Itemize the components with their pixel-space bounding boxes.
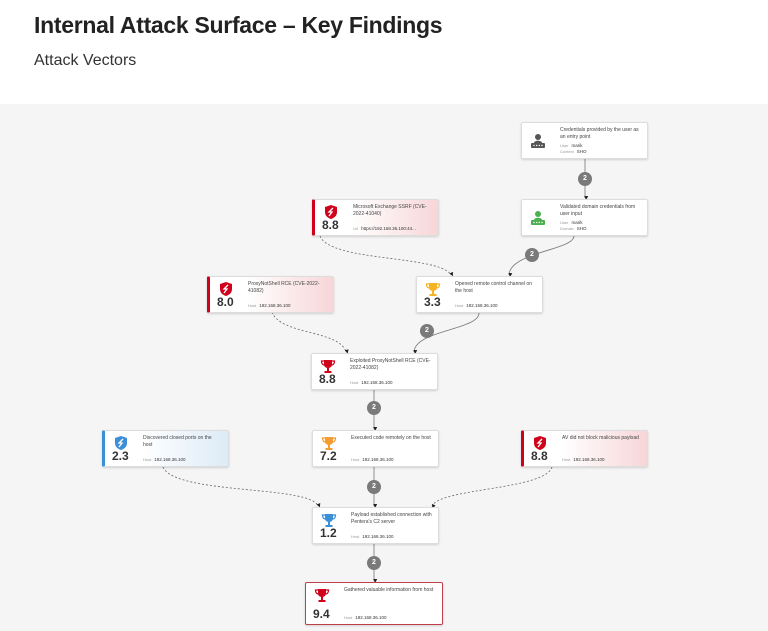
edge-count-badge[interactable]: 2 bbox=[525, 248, 539, 262]
score: 8.8 bbox=[319, 372, 336, 386]
field-key: Host bbox=[455, 303, 464, 308]
edge bbox=[319, 235, 454, 277]
field-key: Host bbox=[351, 534, 360, 539]
node-title: Validated domain credentials from user i… bbox=[560, 204, 636, 217]
field-value: 192.168.36.100 bbox=[362, 534, 394, 539]
trophy-icon bbox=[314, 587, 330, 603]
field-value: marik bbox=[571, 143, 583, 148]
score: 8.8 bbox=[322, 218, 339, 232]
score: 1.2 bbox=[320, 526, 337, 540]
page-title: Internal Attack Surface – Key Findings bbox=[34, 12, 443, 38]
finding-node-remote-channel[interactable]: 3.3 Opened remote control channel on the … bbox=[416, 276, 543, 313]
score: 8.8 bbox=[531, 449, 548, 463]
field-value: 192.168.36.100 bbox=[355, 615, 387, 620]
edge bbox=[162, 466, 321, 508]
node-title: Gathered valuable information from host bbox=[344, 587, 434, 593]
edge bbox=[271, 311, 349, 354]
field-value: SHO bbox=[576, 149, 587, 154]
field-value: https://192.168.36.100:44... bbox=[361, 226, 416, 231]
field-key: Host bbox=[562, 457, 571, 462]
node-title: ProxyNotShell RCE (CVE-2022-41082) bbox=[248, 281, 320, 294]
node-title: Payload established connection with Pent… bbox=[351, 512, 432, 525]
node-title: Credentials provided by the user as an e… bbox=[560, 127, 639, 140]
field-key: User bbox=[560, 143, 569, 148]
score: 3.3 bbox=[424, 295, 441, 309]
score: 8.0 bbox=[217, 295, 234, 309]
field-key: Host bbox=[344, 615, 353, 620]
field-value: 192.168.36.100 bbox=[154, 457, 186, 462]
trophy-icon bbox=[321, 512, 337, 528]
field-key: Host bbox=[351, 457, 360, 462]
user-credentials-icon bbox=[530, 133, 546, 149]
field-value: 192.168.36.100 bbox=[362, 457, 394, 462]
node-title: Discovered closed ports on the host bbox=[143, 435, 212, 448]
field-key: Host bbox=[350, 380, 359, 385]
finding-node-payload[interactable]: 1.2 Payload established connection with P… bbox=[312, 507, 439, 544]
edge bbox=[431, 466, 553, 509]
trophy-icon bbox=[425, 281, 441, 297]
edge-count-badge[interactable]: 2 bbox=[367, 480, 381, 494]
edge bbox=[413, 312, 480, 355]
shield-icon bbox=[532, 435, 548, 451]
field-key: Host bbox=[143, 457, 152, 462]
node-title: Executed code remotely on the host bbox=[351, 435, 431, 441]
shield-icon bbox=[218, 281, 234, 297]
finding-node-proxynotshell[interactable]: 8.0 ProxyNotShell RCE (CVE-2022-41082) Hos… bbox=[207, 276, 334, 313]
edge-count-badge[interactable]: 2 bbox=[367, 556, 381, 570]
node-title: AV did not block malicious payload bbox=[562, 435, 639, 441]
score: 7.2 bbox=[320, 449, 337, 463]
field-value: marik bbox=[571, 220, 583, 225]
shield-icon bbox=[113, 435, 129, 451]
node-title: Opened remote control channel on the hos… bbox=[455, 281, 532, 294]
edge bbox=[508, 235, 575, 278]
node-title: Exploited ProxyNotShell RCE (CVE-2022-41… bbox=[350, 358, 431, 371]
field-value: SHO bbox=[576, 226, 587, 231]
edge-count-badge[interactable]: 2 bbox=[420, 324, 434, 338]
finding-node-gathered[interactable]: 9.4 Gathered valuable information from ho… bbox=[305, 582, 443, 625]
field-value: 192.168.36.100 bbox=[361, 380, 393, 385]
edge-count-badge[interactable]: 2 bbox=[578, 172, 592, 186]
finding-node-credentials[interactable]: Credentials provided by the user as an e… bbox=[521, 122, 648, 159]
trophy-icon bbox=[321, 435, 337, 451]
field-value: 192.168.36.100 bbox=[573, 457, 605, 462]
node-title: Microsoft Exchange SSRF (CVE-2022-41040) bbox=[353, 204, 427, 217]
trophy-icon bbox=[320, 358, 336, 374]
finding-node-exploited[interactable]: 8.8 Exploited ProxyNotShell RCE (CVE-2022… bbox=[311, 353, 438, 390]
score: 9.4 bbox=[313, 607, 330, 621]
field-key: Host bbox=[248, 303, 257, 308]
field-key: User bbox=[560, 220, 569, 225]
finding-node-validated[interactable]: Validated domain credentials from user i… bbox=[521, 199, 648, 236]
field-key: Url bbox=[353, 226, 359, 231]
score: 2.3 bbox=[112, 449, 129, 463]
field-key: Context bbox=[560, 149, 574, 154]
field-value: 192.168.36.100 bbox=[466, 303, 498, 308]
field-value: 192.168.36.100 bbox=[259, 303, 291, 308]
section-subtitle: Attack Vectors bbox=[34, 52, 137, 69]
edge-count-badge[interactable]: 2 bbox=[367, 401, 381, 415]
shield-icon bbox=[323, 204, 339, 220]
field-key: Domain bbox=[560, 226, 574, 231]
finding-node-ms-exchange[interactable]: 8.8 Microsoft Exchange SSRF (CVE-2022-410… bbox=[312, 199, 439, 236]
user-credentials-icon bbox=[530, 210, 546, 226]
